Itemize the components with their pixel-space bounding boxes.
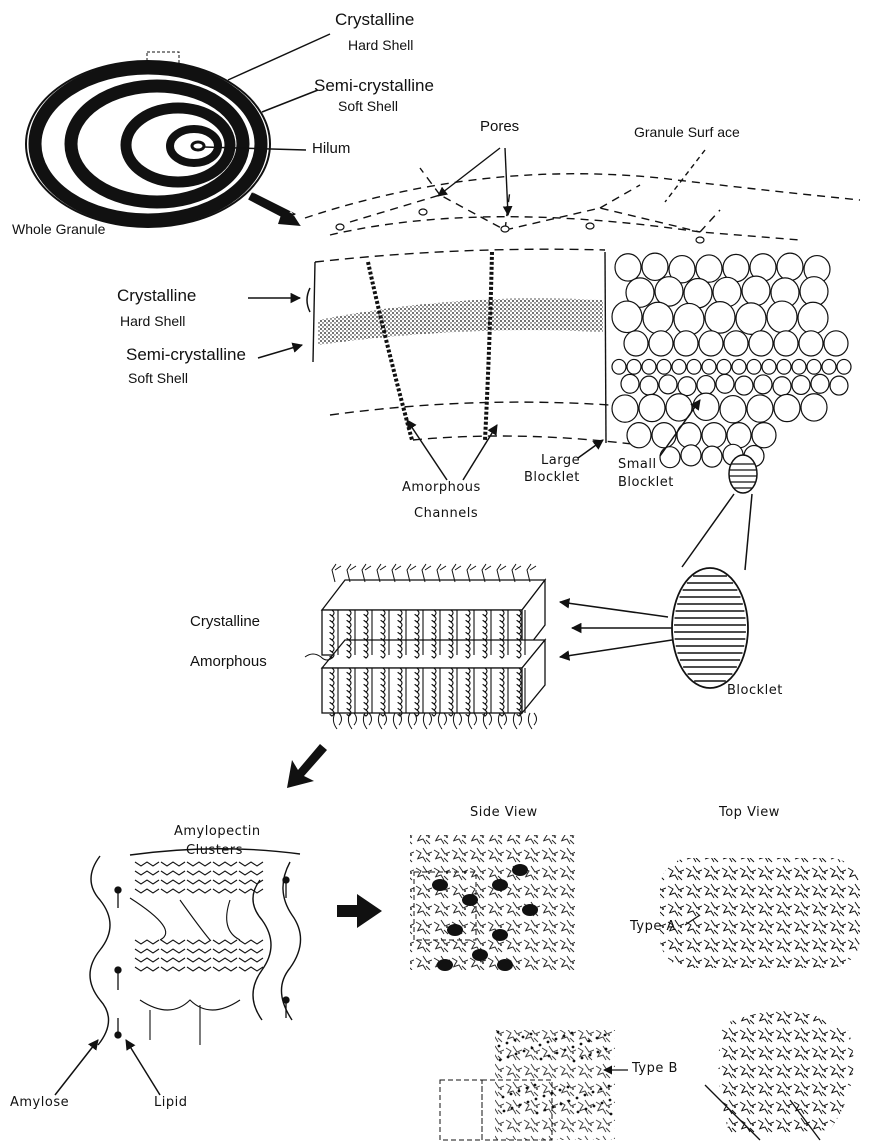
lamellae-amorphous-label: Amorphous xyxy=(190,653,267,670)
blocklet-arrows xyxy=(560,602,672,657)
section-crystalline-label: Crystalline xyxy=(117,286,196,306)
amorphous-channels xyxy=(368,252,492,440)
amorphous-channels-label-2: Channels xyxy=(414,507,478,522)
pores-label: Pores xyxy=(480,118,519,135)
lipid-label: Lipid xyxy=(154,1096,187,1111)
lamellae-block xyxy=(305,564,545,729)
blocklet-label: Blocklet xyxy=(727,684,783,699)
amylose-chains xyxy=(90,856,301,1045)
lipid-marks xyxy=(115,877,289,1038)
top-view-label: Top View xyxy=(719,806,780,821)
pores-leaders xyxy=(438,148,705,215)
granule-crystalline-label: Crystalline xyxy=(335,10,414,30)
granule-semi-crystalline-label: Semi-crystalline xyxy=(314,76,434,96)
amylopectin-clusters-drawing xyxy=(130,862,263,1045)
lamellae-crystalline-label: Crystalline xyxy=(190,613,260,630)
amylopectin-label: Amylopectin xyxy=(174,825,261,840)
side-view-label: Side View xyxy=(470,806,538,821)
granule-surface-net xyxy=(305,168,860,240)
small-blocklet-label-1: Small xyxy=(618,458,657,473)
clusters-label: Clusters xyxy=(186,844,243,859)
amylose-label: Amylose xyxy=(10,1096,69,1111)
section-semi-crystalline-label: Semi-crystalline xyxy=(126,345,246,365)
large-blocklet-label-1: Large xyxy=(541,454,580,469)
amorphous-channels-label-1: Amorphous xyxy=(402,481,481,496)
molecular-leaders xyxy=(55,1040,160,1095)
type-a-label: Type A xyxy=(630,920,676,935)
granule-hard-shell-label: Hard Shell xyxy=(348,37,413,53)
top-view-type-b xyxy=(705,1011,854,1140)
side-view-type-a xyxy=(410,835,575,971)
type-b-label: Type B xyxy=(632,1062,678,1077)
section-soft-shell-label: Soft Shell xyxy=(128,370,188,386)
soft-shell-band xyxy=(318,298,603,345)
side-view-type-b xyxy=(440,1030,615,1140)
hilum-label: Hilum xyxy=(312,140,350,157)
large-blocklet-label-2: Blocklet xyxy=(524,471,580,486)
granule-surface-label: Granule Surf ace xyxy=(634,124,740,140)
blocklet-cluster xyxy=(612,253,851,468)
whole-granule-label: Whole Granule xyxy=(12,221,105,237)
granule-soft-shell-label: Soft Shell xyxy=(338,98,398,114)
blocklet-ellipsoid xyxy=(672,568,748,688)
top-view-type-a xyxy=(660,858,860,968)
highlighted-small-blocklet xyxy=(729,455,757,493)
right-arrow xyxy=(337,894,382,928)
down-arrow-2 xyxy=(287,744,327,788)
small-blocklet-label-2: Blocklet xyxy=(618,476,674,491)
section-hard-shell-label: Hard Shell xyxy=(120,313,185,329)
section-slab xyxy=(313,249,640,445)
